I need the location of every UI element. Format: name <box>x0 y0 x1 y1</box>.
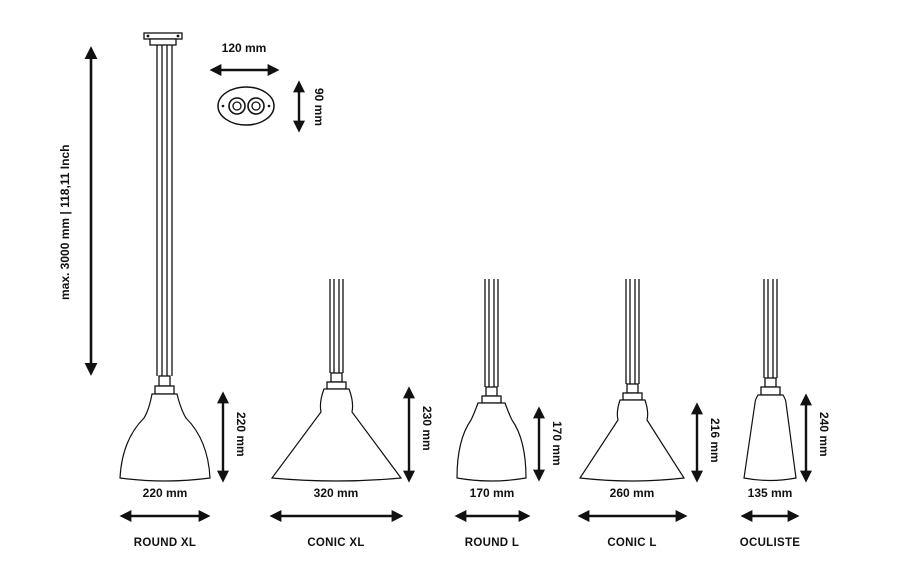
lamp-oculiste: 240 mm 135 mm OCULISTE <box>740 279 831 549</box>
round-xl-width-label: 220 mm <box>143 486 188 500</box>
lamp-round-xl: 220 mm 220 mm ROUND XL <box>119 45 248 549</box>
oculiste-width-label: 135 mm <box>748 486 793 500</box>
round-l-height-label: 170 mm <box>550 421 564 466</box>
rod-icon <box>326 279 347 390</box>
oculiste-shade-icon <box>743 394 797 482</box>
conic-l-width-label: 260 mm <box>610 486 655 500</box>
canopy-top-view-icon <box>217 86 275 126</box>
lamp-conic-l: 216 mm 260 mm CONIC L <box>577 279 722 549</box>
canopy-height-dimension: 90 mm <box>293 80 326 133</box>
round-shade-icon <box>456 402 527 482</box>
oculiste-height-label: 240 mm <box>817 412 831 457</box>
round-xl-name: ROUND XL <box>134 537 196 549</box>
conic-shade-icon <box>578 399 686 482</box>
rod-length-label: max. 3000 mm | 118,11 Inch <box>58 145 72 300</box>
rod-icon <box>481 279 502 404</box>
rod-length-dimension: max. 3000 mm | 118,11 Inch <box>58 46 98 376</box>
conic-l-name: CONIC L <box>607 537 656 549</box>
canopy-plate-icon <box>143 32 183 46</box>
round-l-name: ROUND L <box>465 537 520 549</box>
canopy-height-label: 90 mm <box>312 88 326 126</box>
round-l-width-label: 170 mm <box>470 486 515 500</box>
oculiste-name: OCULISTE <box>740 537 801 549</box>
lamp-round-l: 170 mm 170 mm ROUND L <box>454 279 564 549</box>
round-xl-height-label: 220 mm <box>234 412 248 457</box>
conic-xl-width-label: 320 mm <box>314 486 359 500</box>
conic-shade-icon <box>270 388 403 482</box>
conic-xl-height-label: 230 mm <box>420 406 434 451</box>
conic-xl-name: CONIC XL <box>307 537 364 549</box>
canopy-width-label: 120 mm <box>222 41 267 55</box>
canopy-width-dimension: 120 mm <box>209 41 280 76</box>
lamp-conic-xl: 230 mm 320 mm CONIC XL <box>269 279 434 549</box>
rod-icon <box>760 279 781 396</box>
round-shade-icon <box>119 393 211 482</box>
conic-l-height-label: 216 mm <box>708 418 722 463</box>
rod-icon <box>154 45 175 395</box>
rod-icon <box>622 279 643 401</box>
